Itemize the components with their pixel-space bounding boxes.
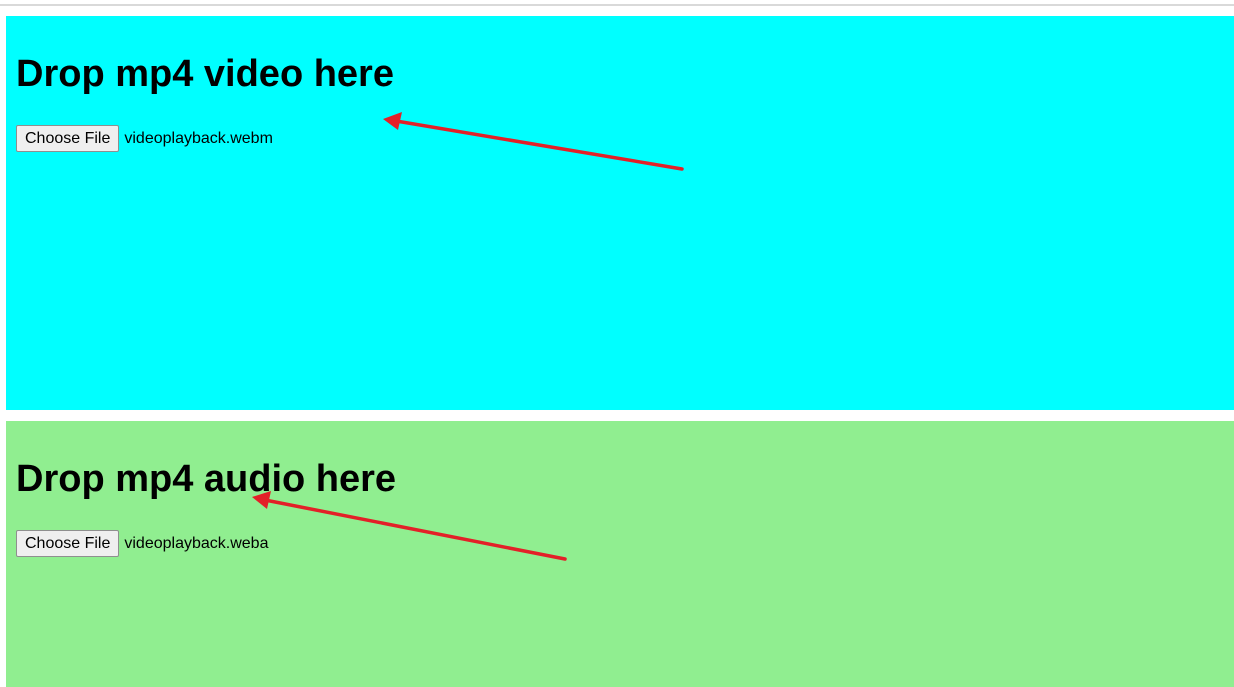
audio-choose-file-button[interactable]: Choose File	[16, 530, 120, 557]
video-drop-zone[interactable]: Drop mp4 video here Choose File videopla…	[6, 16, 1234, 410]
audio-drop-zone[interactable]: Drop mp4 audio here Choose File videopla…	[6, 421, 1234, 687]
video-file-input[interactable]: Choose File videoplayback.webm	[16, 125, 273, 152]
audio-drop-heading: Drop mp4 audio here	[16, 458, 397, 500]
video-drop-heading: Drop mp4 video here	[16, 53, 394, 95]
audio-file-input[interactable]: Choose File videoplayback.weba	[16, 530, 268, 557]
top-divider	[0, 4, 1234, 6]
video-file-name: videoplayback.webm	[124, 129, 273, 147]
audio-file-name: videoplayback.weba	[124, 534, 269, 552]
video-choose-file-button[interactable]: Choose File	[16, 125, 120, 152]
